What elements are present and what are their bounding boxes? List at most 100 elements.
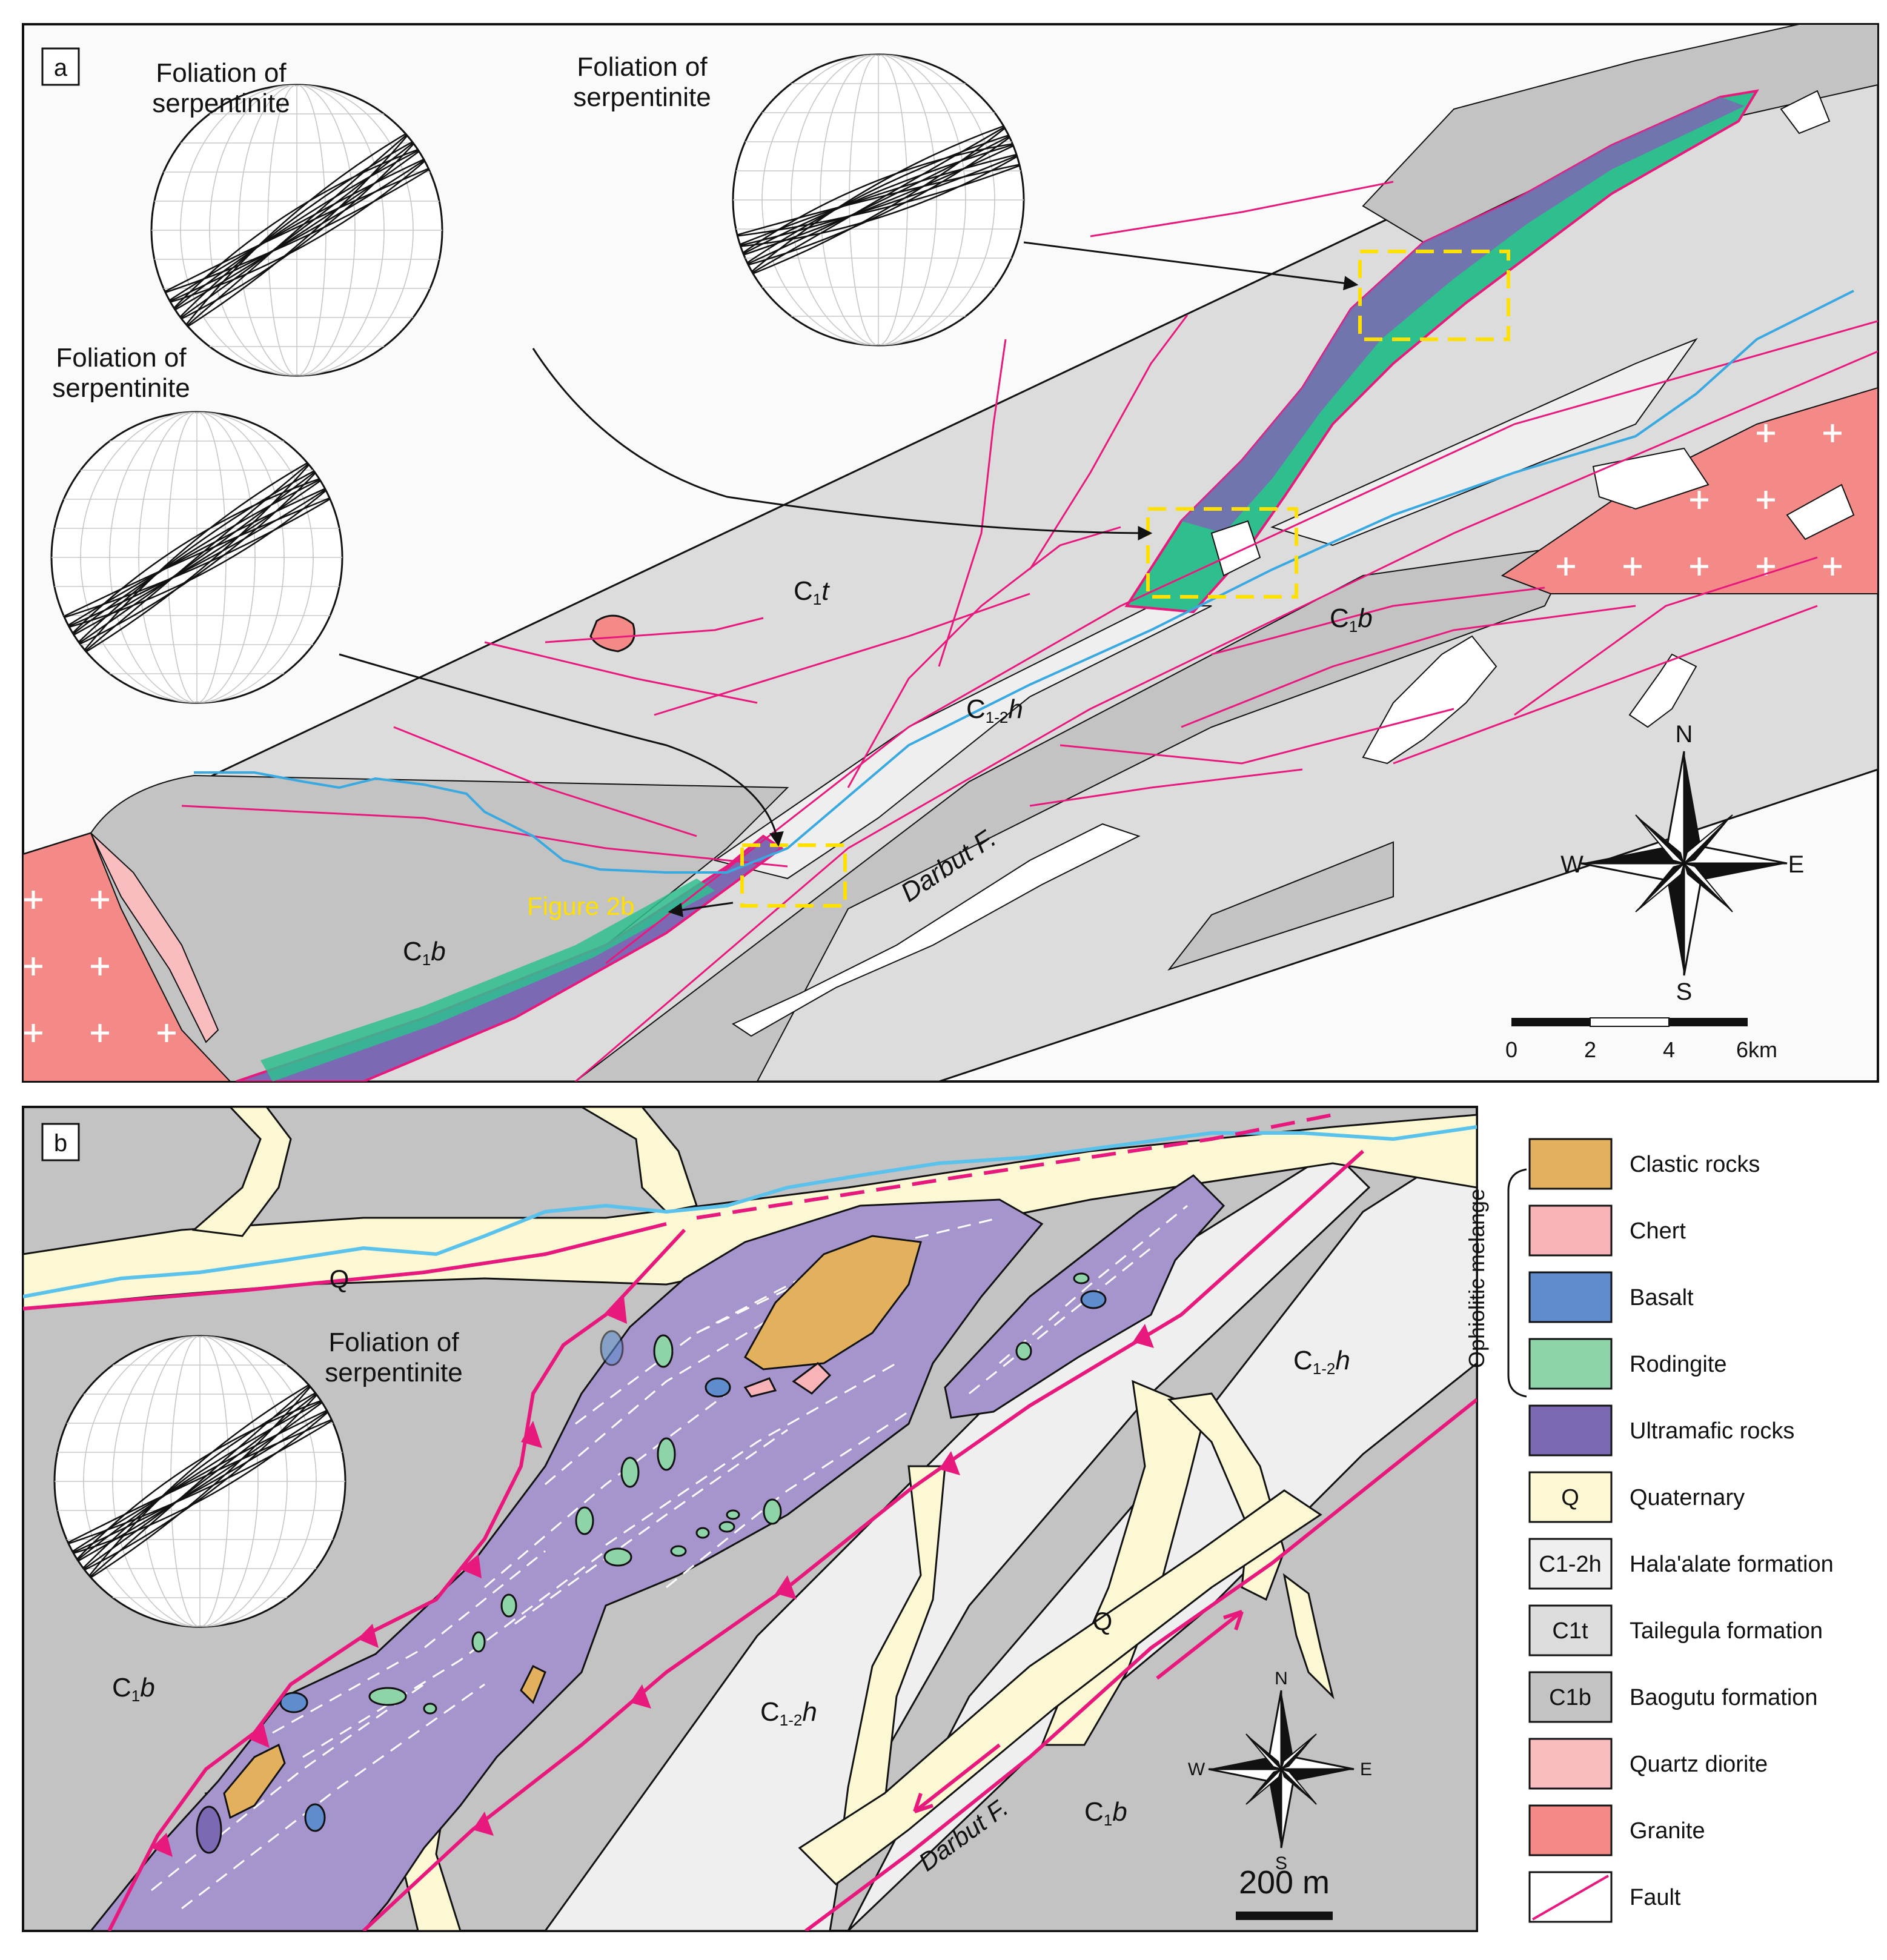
- compass-b-s: S: [1275, 1853, 1287, 1873]
- granite-window-1: [1592, 447, 1710, 510]
- stereonet-2: [732, 53, 1025, 347]
- foliation-plane-trace: [746, 123, 1012, 277]
- foliation-plane-trace: [57, 494, 337, 620]
- stereonet-1-title-line1: Foliation of: [156, 58, 287, 88]
- legend-item: Quartz diorite: [1528, 1738, 1768, 1790]
- inset-label-figure-2b: Figure 2b: [527, 892, 634, 920]
- foliation-plane-trace: [741, 132, 1016, 268]
- legend-fault-line: [1532, 1875, 1609, 1921]
- compass-a-w: W: [1560, 851, 1584, 878]
- legend-bracket: [1507, 1168, 1527, 1398]
- legend-item: Rodingite: [1528, 1338, 1727, 1390]
- river-panel-b: [23, 1125, 1477, 1298]
- basalt-block-5: [600, 1330, 624, 1366]
- stereonet-1-title-line2: serpentinite: [152, 88, 290, 118]
- foliation-plane-trace: [79, 459, 314, 656]
- stereonet-4-title-line1: Foliation of: [328, 1327, 459, 1357]
- foliation-plane-trace: [61, 1416, 339, 1547]
- serpentinite-foliation-traces: [151, 1204, 1188, 1910]
- basalt-block-2: [1080, 1290, 1107, 1309]
- stereonet-foliation-planes: [158, 129, 436, 331]
- foliation-plane-trace: [733, 151, 1024, 248]
- panel-b-tag: b: [54, 1130, 67, 1157]
- legend-label: Basalt: [1630, 1285, 1694, 1311]
- legend-label: Clastic rocks: [1630, 1152, 1760, 1177]
- foliation-plane-trace: [61, 1416, 339, 1547]
- compass-b-n: N: [1275, 1669, 1288, 1689]
- foliation-plane-trace: [158, 165, 436, 296]
- quaternary-branch-se: [1282, 1573, 1335, 1699]
- foliation-plane-trace: [62, 485, 333, 630]
- foliation-plane-trace: [162, 155, 431, 305]
- foliation-plane-trace: [66, 1406, 334, 1556]
- foliation-plane-trace: [174, 138, 420, 323]
- legend-label: Ultramafic rocks: [1630, 1418, 1794, 1444]
- legend-swatch-label: C1b: [1549, 1685, 1591, 1710]
- sinistral-arrow-east: [1156, 1610, 1244, 1680]
- foliation-plane-trace: [71, 1397, 328, 1566]
- unit-label-c12h-b-east: C1-2h: [1293, 1346, 1350, 1378]
- rodingite-blocks: [368, 1272, 1090, 1715]
- ophiolite-melange-strip-north: [1124, 89, 1759, 614]
- foliation-plane-trace: [158, 165, 436, 296]
- legend-swatch: [1528, 1138, 1613, 1190]
- sinistral-arrow-west: [913, 1743, 1001, 1813]
- thrust-teeth: [151, 1297, 1154, 1857]
- ultramafic-strip-north: [1181, 97, 1745, 533]
- scale-bar-a: [1511, 1017, 1748, 1027]
- legend-item: Fault: [1528, 1871, 1681, 1923]
- quaternary-label-b-east: Q: [1093, 1607, 1113, 1635]
- legend-swatch-label: C1-2h: [1539, 1552, 1602, 1577]
- granite-window-2: [1786, 483, 1855, 540]
- foliation-plane-trace: [746, 122, 1011, 277]
- rodingite-strip-west: [260, 879, 715, 1081]
- clastic-rock-block-large: [744, 1235, 922, 1370]
- legend: Ophiolitic melange Clastic rocksChertBas…: [1464, 1138, 1834, 1923]
- foliation-plane-trace: [73, 467, 321, 648]
- foliation-plane-trace: [733, 151, 1024, 248]
- clastic-rock-block-small: [223, 1743, 286, 1819]
- unit-label-c1b-west: C1b: [403, 937, 446, 969]
- compass-a-s: S: [1676, 978, 1693, 1005]
- basalt-block-1: [705, 1377, 731, 1398]
- legend-group-label: Ophiolitic melange: [1464, 1189, 1489, 1368]
- legend-item: Basalt: [1528, 1271, 1694, 1323]
- baogutu-north-belt: [1362, 24, 1878, 244]
- foliation-plane-trace: [61, 485, 333, 630]
- stereonet-3-title-line2: serpentinite: [52, 373, 190, 403]
- river-panel-a: [194, 290, 1854, 874]
- scale-a-tick-2: 2: [1584, 1037, 1596, 1062]
- quaternary-label-b-north: Q: [330, 1264, 350, 1293]
- scale-b-label: 200 m: [1239, 1864, 1330, 1901]
- legend-swatch: [1528, 1204, 1613, 1257]
- arrow-stereonet-1: [532, 348, 1153, 540]
- compass-rose-a: [1580, 751, 1788, 976]
- foliation-plane-trace: [73, 467, 321, 648]
- legend-swatch: [1528, 1671, 1613, 1723]
- white-area-central: [731, 823, 1141, 1037]
- foliation-plane-trace: [168, 146, 426, 314]
- foliation-plane-trace: [67, 476, 327, 639]
- quartz-diorite-body: [90, 832, 219, 1043]
- foliation-plane-trace: [181, 129, 413, 331]
- foliation-plane-trace: [71, 1397, 328, 1566]
- foliation-plane-trace: [57, 494, 337, 620]
- foliation-plane-trace: [168, 146, 425, 314]
- foliation-plane-trace: [733, 162, 1024, 238]
- foliation-plane-trace: [84, 1380, 316, 1583]
- stereonet-4: [53, 1335, 347, 1628]
- legend-swatch-label: Q: [1561, 1485, 1579, 1510]
- foliation-plane-trace: [733, 162, 1024, 238]
- clastic-rock-block-tiny: [520, 1664, 546, 1704]
- unit-label-c1b-b-west: C1b: [112, 1673, 155, 1705]
- inset-box-figure-2b: [740, 843, 847, 908]
- foliation-plane-trace: [163, 155, 431, 305]
- darbut-fault-b: [804, 1398, 1477, 1931]
- legend-label: Baogutu formation: [1630, 1685, 1818, 1710]
- ultramafic-inclusion: [196, 1806, 222, 1854]
- white-area-east-2: [1628, 653, 1697, 728]
- stereonet-2-title-line2: serpentinite: [573, 82, 711, 112]
- panel-a-tag-box: [41, 47, 80, 86]
